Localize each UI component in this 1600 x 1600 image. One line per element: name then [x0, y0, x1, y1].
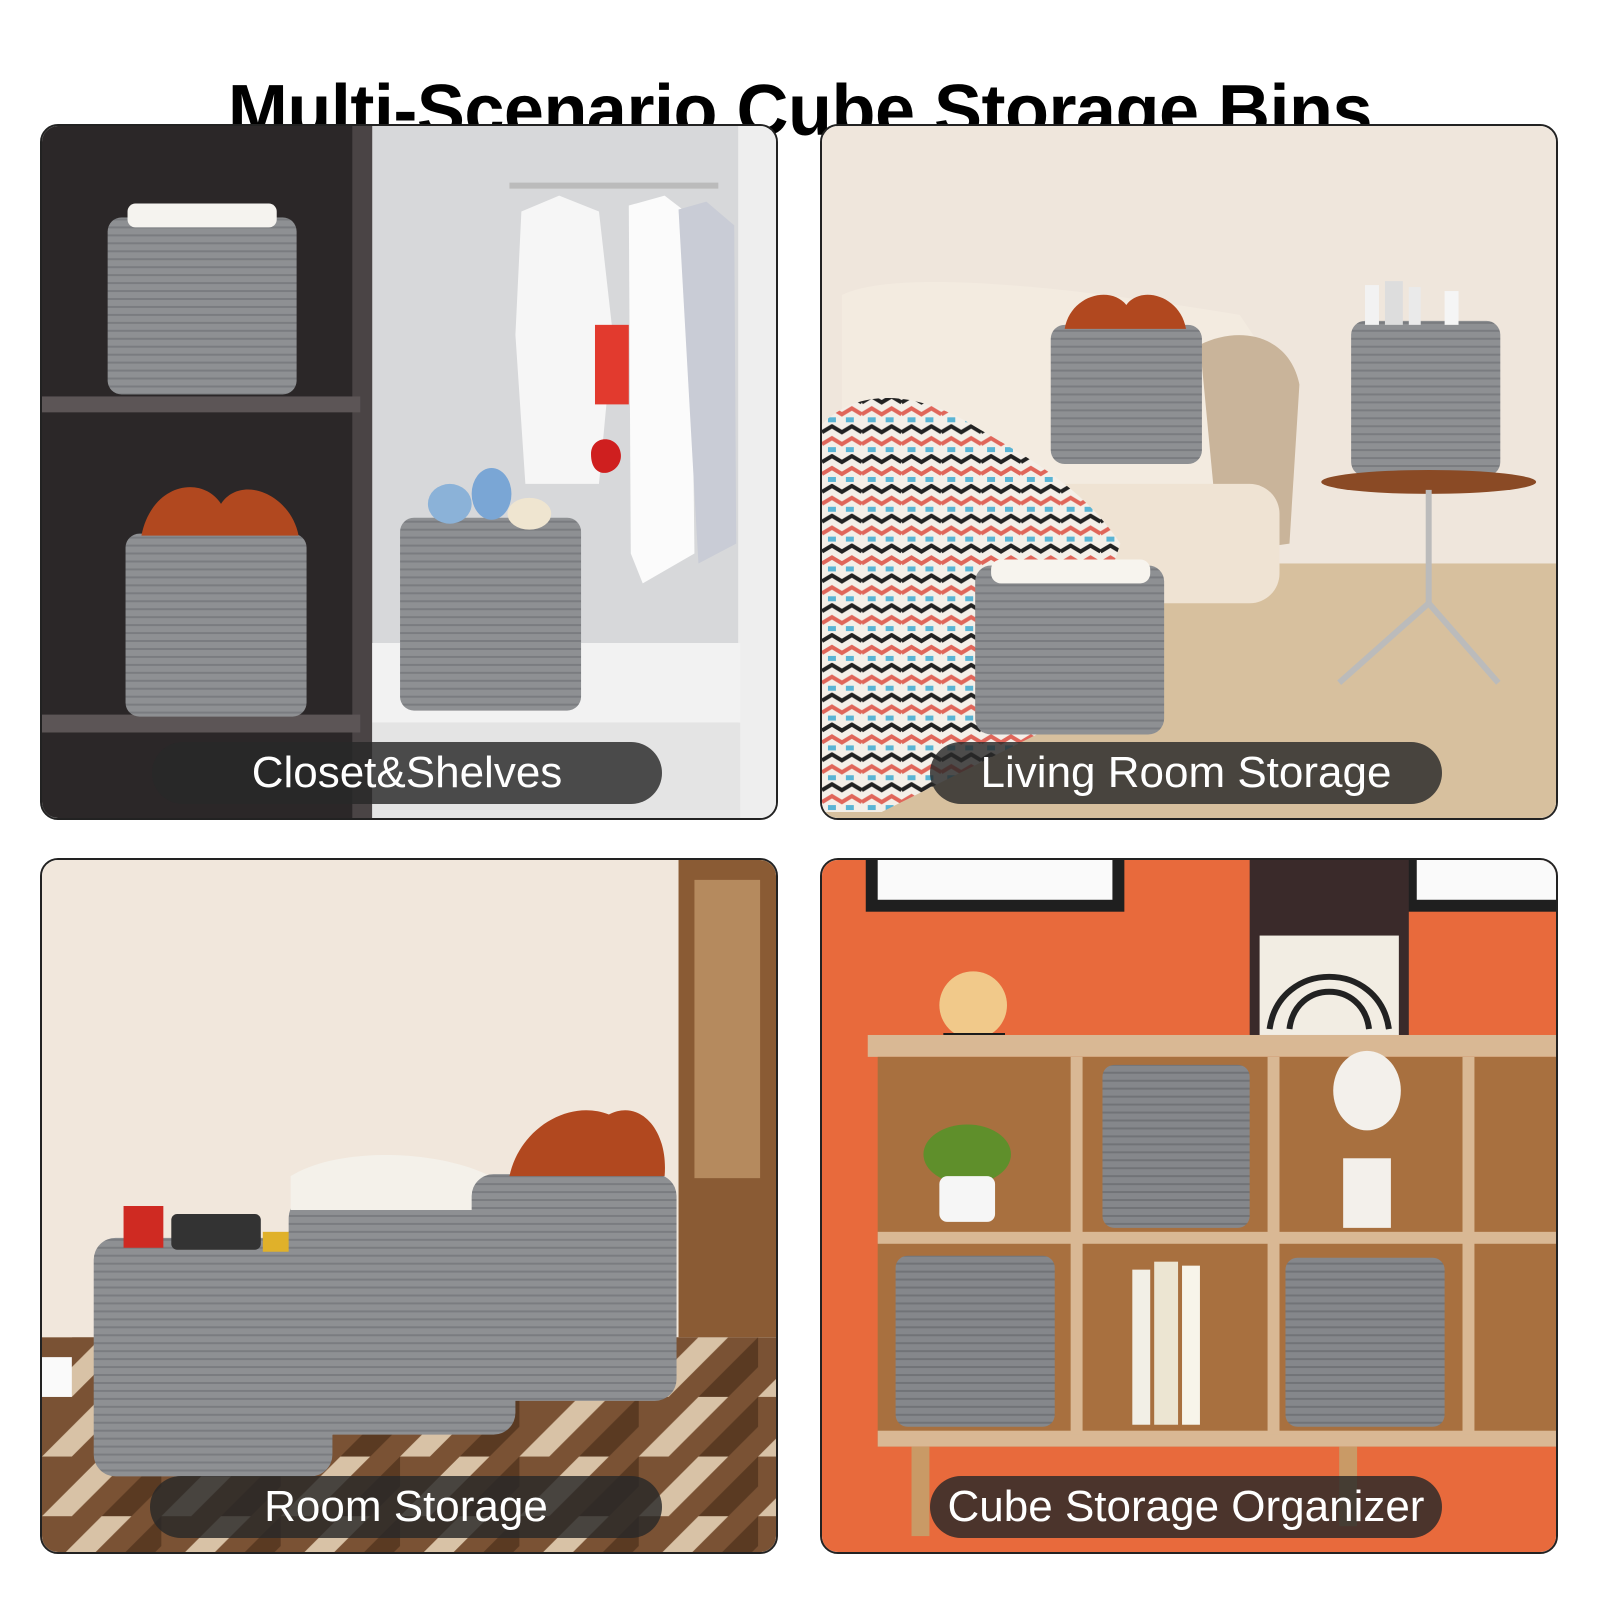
- caption-cube-storage-organizer: Cube Storage Organizer: [930, 1476, 1442, 1538]
- living-room-scene: [822, 126, 1556, 818]
- photo-room-storage: Room Storage: [40, 858, 778, 1554]
- cube-organizer-scene: [822, 860, 1556, 1552]
- caption-closet-shelves: Closet&Shelves: [152, 742, 662, 804]
- room-storage-scene: [42, 860, 776, 1552]
- photo-living-room: Living Room Storage: [820, 124, 1558, 820]
- photo-closet-shelves: Closet&Shelves: [40, 124, 778, 820]
- photo-cube-organizer: Cube Storage Organizer: [820, 858, 1558, 1554]
- closet-scene: [42, 126, 776, 818]
- caption-room-storage: Room Storage: [150, 1476, 662, 1538]
- caption-living-room-storage: Living Room Storage: [930, 742, 1442, 804]
